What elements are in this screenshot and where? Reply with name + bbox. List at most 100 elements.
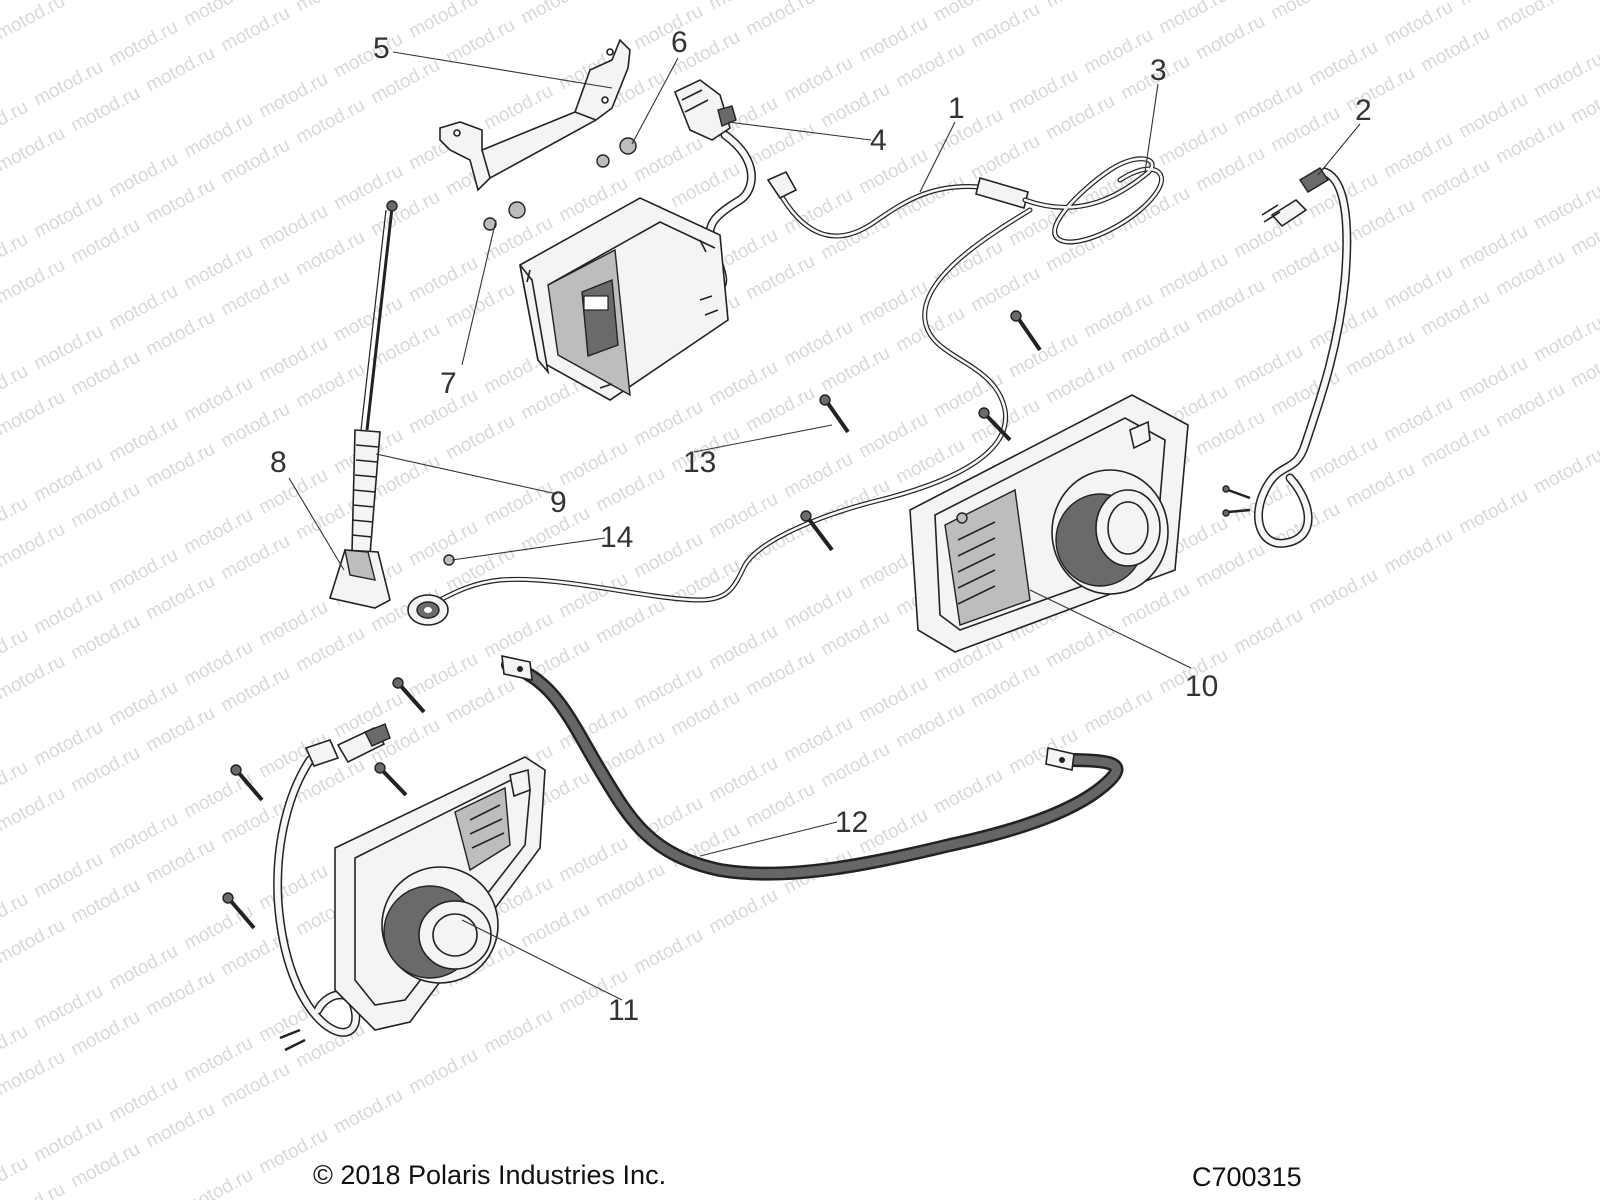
- watermark-text: motod.ru: [142, 439, 218, 493]
- watermark-text: motod.ru: [1380, 525, 1456, 579]
- watermark-text: motod.ru: [0, 1153, 32, 1200]
- watermark-text: motod.ru: [0, 1047, 69, 1101]
- watermark-text: motod.ru: [142, 175, 218, 229]
- watermark-text: motod.ru: [1267, 235, 1343, 289]
- watermark-text: motod.ru: [1042, 91, 1118, 145]
- watermark-text: motod.ru: [1492, 115, 1568, 169]
- nut-7: [483, 201, 526, 231]
- watermark-text: motod.ru: [1042, 0, 1118, 12]
- watermark-text: motod.ru: [367, 451, 443, 505]
- watermark-text: motod.ru: [742, 647, 818, 701]
- watermark-text: motod.ru: [892, 699, 968, 753]
- watermark-text: motod.ru: [1342, 459, 1418, 513]
- watermark-text: motod.ru: [442, 411, 518, 465]
- watermark-text: motod.ru: [1530, 313, 1600, 367]
- watermark-text: motod.ru: [1417, 155, 1493, 209]
- callout-11: 11: [608, 994, 639, 1027]
- watermark-text: motod.ru: [367, 187, 443, 241]
- antenna-cable: [407, 156, 1164, 626]
- watermark-text: motod.ru: [817, 739, 893, 793]
- watermark-text: motod.ru: [667, 687, 743, 741]
- diagram-code: C700315: [1192, 1162, 1302, 1192]
- watermark-text: motod.ru: [1267, 103, 1343, 157]
- watermark-text: motod.ru: [742, 0, 818, 40]
- watermark-text: motod.ru: [142, 967, 218, 1021]
- watermark-text: motod.ru: [142, 703, 218, 757]
- watermark-text: motod.ru: [1530, 49, 1600, 103]
- copyright-text: © 2018 Polaris Industries Inc.: [313, 1160, 666, 1190]
- speaker-enclosure-left: [334, 756, 546, 1031]
- watermark-text: motod.ru: [0, 915, 69, 969]
- watermark-text: motod.ru: [217, 399, 293, 453]
- callout-1: 1: [948, 92, 965, 125]
- watermark-text: motod.ru: [442, 675, 518, 729]
- watermark-text: motod.ru: [1192, 11, 1268, 65]
- watermark-text: motod.ru: [1230, 605, 1306, 659]
- speaker-harness-right: [1222, 167, 1352, 548]
- watermark-text: motod.ru: [1267, 0, 1343, 24]
- watermark-text: motod.ru: [67, 215, 143, 269]
- watermark-text: motod.ru: [0, 783, 69, 837]
- watermark-text: motod.ru: [930, 765, 1006, 819]
- watermark-text: motod.ru: [217, 663, 293, 717]
- watermark-text: motod.ru: [217, 531, 293, 585]
- watermark-text: motod.ru: [180, 1165, 256, 1200]
- antenna: [328, 200, 398, 609]
- watermark-text: motod.ru: [1530, 181, 1600, 235]
- nut-6: [596, 137, 637, 168]
- callout-4: 4: [870, 124, 887, 157]
- watermark-text: motod.ru: [0, 519, 69, 573]
- antenna-base-8: [328, 549, 391, 609]
- watermark-text: motod.ru: [1342, 327, 1418, 381]
- watermark-text: motod.ru: [742, 251, 818, 305]
- watermark-text: motod.ru: [592, 595, 668, 649]
- watermark-text: motod.ru: [1192, 407, 1268, 461]
- mounting-bracket: [439, 38, 631, 192]
- watermark-text: motod.ru: [517, 0, 593, 28]
- watermark-text: motod.ru: [892, 435, 968, 489]
- watermark-text: motod.ru: [742, 383, 818, 437]
- watermark-text: motod.ru: [292, 359, 368, 413]
- watermark-text: motod.ru: [592, 463, 668, 517]
- watermark-text: motod.ru: [892, 39, 968, 93]
- callout-12: 12: [835, 806, 868, 839]
- watermark-text: motod.ru: [817, 607, 893, 661]
- watermark-text: motod.ru: [217, 1059, 293, 1113]
- callout-6: 6: [671, 26, 688, 59]
- watermark-text: motod.ru: [67, 611, 143, 665]
- watermark-text: motod.ru: [217, 267, 293, 321]
- watermark-text: motod.ru: [142, 571, 218, 625]
- screws-13: [800, 310, 1042, 552]
- watermark-text: motod.ru: [67, 1007, 143, 1061]
- callout-13: 13: [683, 446, 716, 479]
- callout-9: 9: [550, 486, 567, 519]
- watermark-text: motod.ru: [1192, 539, 1268, 593]
- callout-14: 14: [600, 521, 633, 554]
- watermark-text: motod.ru: [742, 779, 818, 833]
- watermark-text: motod.ru: [967, 0, 1043, 52]
- watermark-text: motod.ru: [1417, 419, 1493, 473]
- watermark-text: motod.ru: [0, 255, 69, 309]
- watermark-text: motod.ru: [142, 43, 218, 97]
- watermark-text: motod.ru: [1417, 23, 1493, 77]
- watermark-text: motod.ru: [67, 0, 143, 4]
- watermark-text: motod.ru: [67, 347, 143, 401]
- watermark-text: motod.ru: [442, 543, 518, 597]
- leader-lines: [288, 51, 1361, 1001]
- watermark-text: motod.ru: [292, 623, 368, 677]
- watermark-text: motod.ru: [0, 387, 69, 441]
- watermark-text: motod.ru: [480, 1005, 556, 1059]
- watermark-text: motod.ru: [1492, 247, 1568, 301]
- screws-left: [222, 677, 426, 930]
- watermark-text: motod.ru: [1042, 355, 1118, 409]
- watermark-text: motod.ru: [142, 307, 218, 361]
- callout-8: 8: [270, 446, 287, 479]
- callout-10: 10: [1185, 670, 1218, 703]
- watermark-text: motod.ru: [142, 835, 218, 889]
- callout-7: 7: [440, 367, 457, 400]
- watermark-text: motod.ru: [705, 885, 781, 939]
- watermark-text: motod.ru: [67, 743, 143, 797]
- watermark-text: motod.ru: [0, 0, 69, 44]
- watermark-text: motod.ru: [967, 131, 1043, 185]
